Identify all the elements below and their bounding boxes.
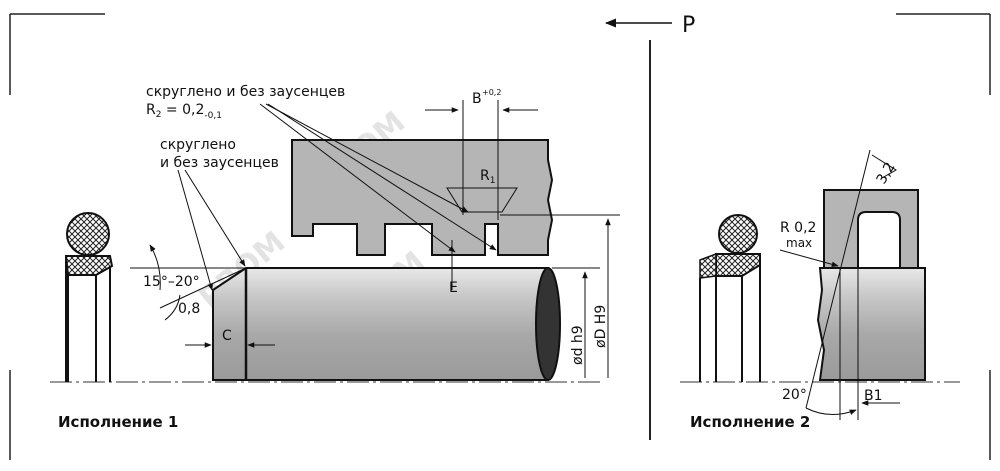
- r1-marker: [446, 187, 518, 213]
- svg-text:+0,2: +0,2: [482, 88, 501, 97]
- shaft: [212, 267, 549, 381]
- direction-label: P: [682, 13, 695, 38]
- svg-text:3,2: 3,2: [874, 160, 899, 187]
- svg-text:скруглено и без заусенцев: скруглено и без заусенцев: [146, 84, 345, 100]
- svg-text:и без заусенцев: и без заусенцев: [160, 155, 279, 171]
- svg-text:C: C: [222, 328, 232, 344]
- svg-text:B: B: [472, 91, 482, 107]
- svg-text:max: max: [786, 236, 812, 250]
- caption-left: Исполнение 1: [58, 413, 178, 431]
- svg-text:B1: B1: [864, 388, 883, 404]
- housing-right: [823, 189, 919, 269]
- svg-text:R2 = 0,2-0,1: R2 = 0,2-0,1: [146, 102, 222, 121]
- svg-text:15°–20°: 15°–20°: [143, 274, 200, 290]
- frame-corners: [9, 13, 991, 460]
- svg-text:E: E: [449, 280, 458, 296]
- housing-left: [291, 139, 554, 256]
- seal-profile-right: [715, 253, 761, 277]
- housing-bore-left: [65, 256, 111, 382]
- svg-text:0,8: 0,8: [178, 301, 200, 317]
- svg-text:ød h9: ød h9: [570, 325, 586, 365]
- svg-text:20°: 20°: [782, 387, 807, 403]
- svg-text:скруглено: скруглено: [160, 137, 236, 153]
- seal-profile-left: [64, 255, 114, 276]
- housing-bore-right: [699, 265, 761, 382]
- dim-b: [425, 100, 538, 220]
- shaft-right: [816, 267, 926, 381]
- o-ring-right: [718, 214, 758, 254]
- shaft-end: [535, 267, 561, 381]
- caption-right: Исполнение 2: [690, 413, 810, 431]
- o-ring-left: [66, 212, 110, 256]
- svg-text:øD H9: øD H9: [593, 305, 609, 348]
- svg-text:R 0,2: R 0,2: [780, 220, 816, 236]
- svg-text:R1: R1: [480, 168, 495, 186]
